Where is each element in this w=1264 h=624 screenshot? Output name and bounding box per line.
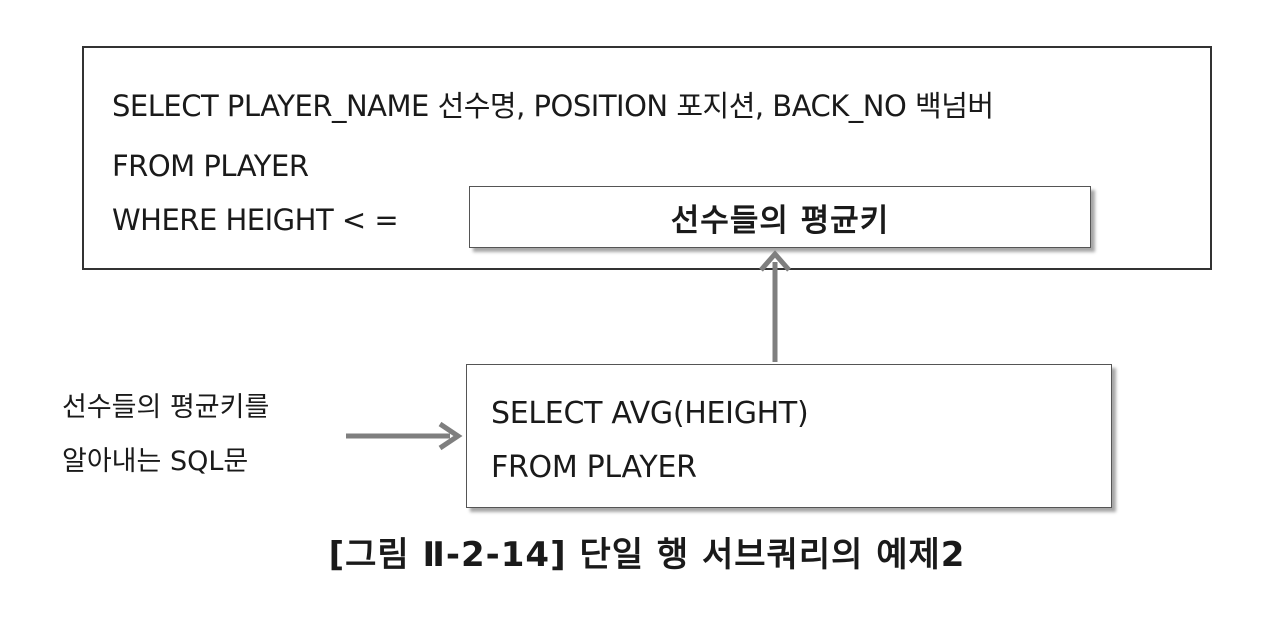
sub-query-from-line: FROM PLAYER [491, 450, 697, 485]
sub-query-box: SELECT AVG(HEIGHT) FROM PLAYER [466, 364, 1112, 508]
main-query-select-line: SELECT PLAYER_NAME 선수명, POSITION 포지션, BA… [112, 89, 994, 123]
side-label-line1: 선수들의 평균키를 [62, 392, 270, 423]
main-query-where-line: WHERE HEIGHT < = [112, 203, 399, 237]
main-query-from-line: FROM PLAYER [112, 149, 309, 183]
main-query-box: SELECT PLAYER_NAME 선수명, POSITION 포지션, BA… [82, 46, 1212, 270]
figure-caption: [그림 Ⅱ-2-14] 단일 행 서브쿼리의 예제2 [328, 535, 966, 575]
sub-query-select-line: SELECT AVG(HEIGHT) [491, 396, 809, 431]
subquery-placeholder-box: 선수들의 평균키 [469, 186, 1091, 248]
up-arrow-icon [759, 250, 791, 362]
side-label-line2: 알아내는 SQL문 [62, 446, 249, 477]
subquery-placeholder-text: 선수들의 평균키 [670, 202, 890, 239]
right-arrow-icon [346, 421, 463, 451]
